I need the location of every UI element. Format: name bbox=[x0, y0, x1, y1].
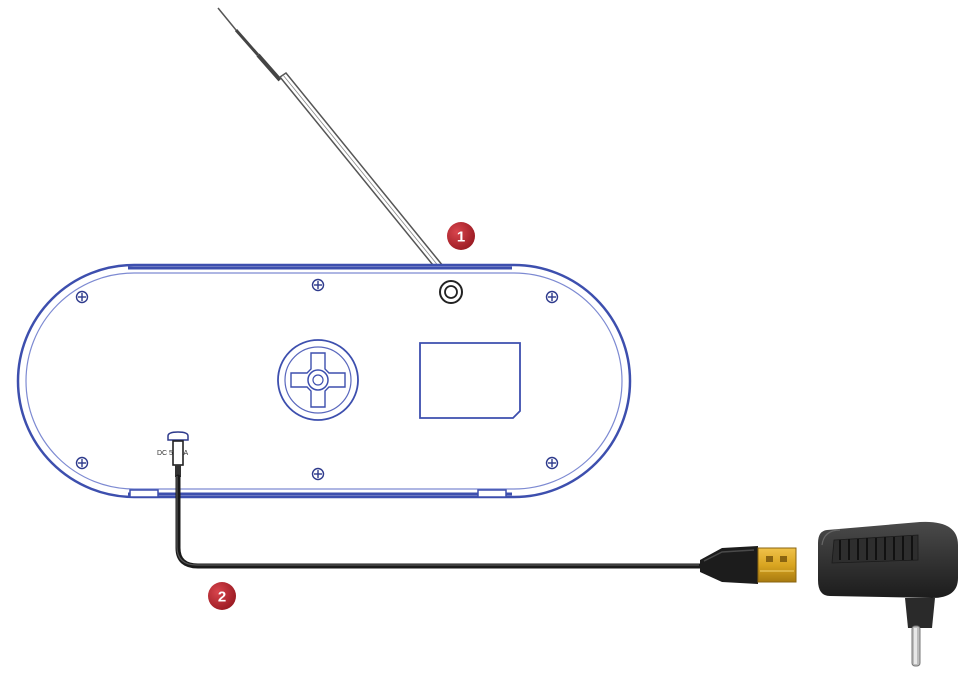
label-recess-icon bbox=[419, 342, 521, 419]
screw-icon bbox=[545, 290, 559, 304]
screw-icon bbox=[75, 290, 89, 304]
dc-jack-icon: DC 5V/2A bbox=[157, 431, 189, 477]
antenna-mount-icon bbox=[439, 280, 463, 304]
screw-icon bbox=[545, 456, 559, 470]
callout-2-badge: 2 bbox=[208, 582, 236, 610]
callout-1-badge: 1 bbox=[447, 222, 475, 250]
power-adapter-icon bbox=[818, 521, 958, 667]
usb-plug-icon bbox=[700, 546, 797, 584]
callout-1-number: 1 bbox=[457, 229, 465, 246]
screw-icon bbox=[75, 456, 89, 470]
antenna-icon bbox=[217, 7, 454, 289]
speaker-grille-icon bbox=[277, 339, 359, 421]
screw-icon bbox=[311, 278, 325, 292]
callout-2-number: 2 bbox=[218, 589, 226, 606]
screw-icon bbox=[311, 467, 325, 481]
power-cable bbox=[175, 474, 703, 569]
